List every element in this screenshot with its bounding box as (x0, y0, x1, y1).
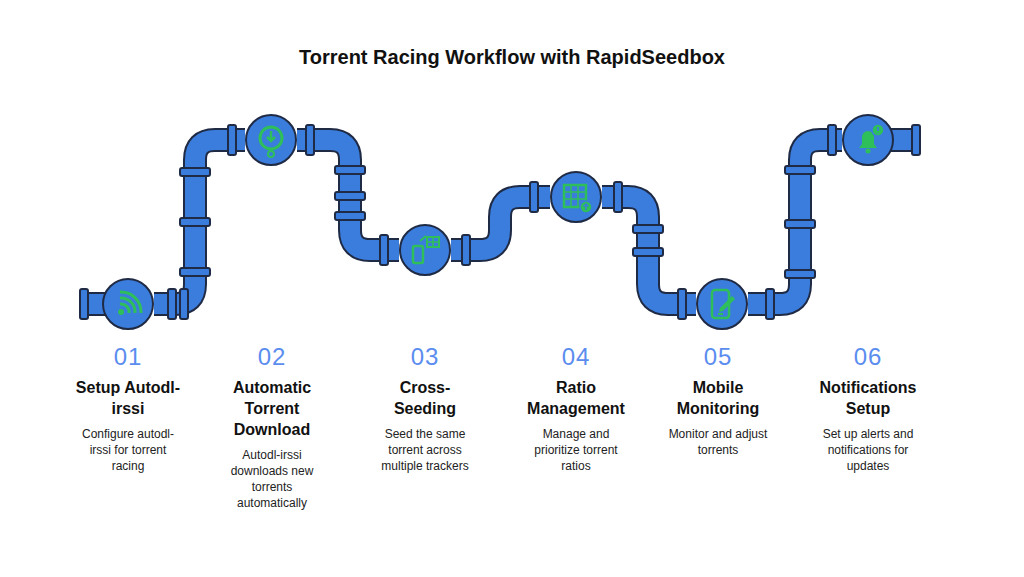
step-circle (245, 114, 297, 166)
step-heading: Automatic Torrent Download (222, 377, 322, 440)
pipe-flange (335, 192, 365, 200)
pipe-flange (785, 220, 815, 228)
step-text-group: 05Mobile MonitoringMonitor and adjust to… (648, 343, 788, 458)
pipe-connector (154, 140, 245, 304)
pipe-flange (180, 289, 188, 319)
step-text-group: 04Ratio ManagementManage and prioritize … (506, 343, 646, 474)
step-circle (696, 278, 748, 330)
diagram-title: Torrent Racing Workflow with RapidSeedbo… (0, 46, 1024, 69)
pipe-flange (678, 289, 686, 319)
pipe-flange (228, 125, 236, 155)
pipe-outline (154, 140, 245, 304)
pipe-body (602, 197, 696, 304)
step-number: 04 (506, 343, 646, 371)
step-heading: Notifications Setup (809, 377, 927, 419)
pipe-flange (380, 235, 388, 265)
pipe-connector (297, 140, 399, 250)
step-heading: Ratio Management (521, 377, 631, 419)
step-heading: Cross-Seeding (385, 377, 465, 419)
pipe-flange (180, 218, 210, 226)
pipe-outline (748, 140, 842, 304)
pipe-flange (785, 270, 815, 278)
pipe-flange (530, 182, 538, 212)
pipe-flange (306, 125, 314, 155)
pipe-flanges (80, 125, 920, 319)
pipe-flange (633, 225, 663, 233)
step-description: Configure autodl-irssi for torrent racin… (76, 426, 180, 474)
step-number: 03 (355, 343, 495, 371)
pipe-flange (462, 235, 470, 265)
step-description: Autodl-irssi downloads new torrents auto… (227, 447, 317, 511)
pipe-flange (785, 166, 815, 174)
step-description: Set up alerts and notifications for upda… (814, 426, 922, 474)
pipe-connector (748, 140, 842, 304)
step-number: 05 (648, 343, 788, 371)
step-heading: Mobile Monitoring (663, 377, 773, 419)
pipe-body (297, 140, 399, 250)
step-description: Seed the same torrent across multiple tr… (373, 426, 477, 474)
pipe-stubs (80, 140, 921, 304)
pipe-connectors (154, 140, 842, 304)
step-text-group: 06Notifications SetupSet up alerts and n… (798, 343, 938, 474)
step-circle (399, 224, 451, 276)
step-number: 02 (202, 343, 342, 371)
pipe-flange (335, 166, 365, 174)
pipe-connector (602, 197, 696, 304)
pipe-flange (828, 125, 836, 155)
pipe-flange (335, 212, 365, 220)
pipe-joint-node: 05Mobile MonitoringMonitor and adjust to… (696, 278, 748, 330)
step-circle (102, 278, 154, 330)
pipe-body (748, 140, 842, 304)
pipe-joint-node: 02Automatic Torrent DownloadAutodl-irssi… (245, 114, 297, 166)
pipe-flange (614, 182, 622, 212)
pipe-joint-node: 04Ratio ManagementManage and prioritize … (550, 171, 602, 223)
step-heading: Setup Autodl-irssi (69, 377, 187, 419)
pipe-joint-node: 01Setup Autodl-irssiConfigure autodl-irs… (102, 278, 154, 330)
step-description: Monitor and adjust torrents (659, 426, 777, 458)
step-text-group: 02Automatic Torrent DownloadAutodl-irssi… (202, 343, 342, 511)
pipe-flange (80, 289, 88, 319)
pipe-outline (297, 140, 399, 250)
pipe-joint-node: 03Cross-SeedingSeed the same torrent acr… (399, 224, 451, 276)
pipe-joint-node: 06Notifications SetupSet up alerts and n… (842, 114, 894, 166)
step-number: 01 (58, 343, 198, 371)
step-circle (842, 114, 894, 166)
step-description: Manage and prioritize torrent ratios (526, 426, 626, 474)
pipe-flange (912, 125, 920, 155)
step-circle (550, 171, 602, 223)
step-text-group: 03Cross-SeedingSeed the same torrent acr… (355, 343, 495, 474)
pipe-flange (180, 168, 210, 176)
step-text-group: 01Setup Autodl-irssiConfigure autodl-irs… (58, 343, 198, 474)
pipe-flange (633, 248, 663, 256)
step-number: 06 (798, 343, 938, 371)
pipe-flange (168, 289, 176, 319)
pipe-outline (602, 197, 696, 304)
pipe-flange (180, 268, 210, 276)
pipe-body (154, 140, 245, 304)
pipe-flange (766, 289, 774, 319)
